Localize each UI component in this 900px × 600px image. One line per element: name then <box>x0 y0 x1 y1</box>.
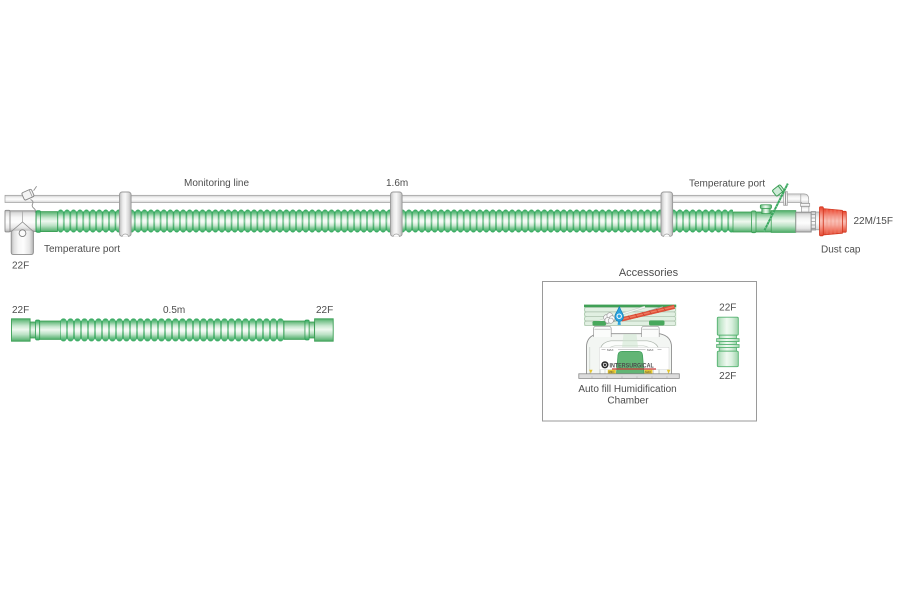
svg-text:22F: 22F <box>12 260 29 271</box>
svg-text:Temperature port: Temperature port <box>44 244 120 255</box>
svg-text:Accessories: Accessories <box>619 267 679 279</box>
svg-text:MAX: MAX <box>645 370 651 374</box>
svg-text:INTERSURGICAL: INTERSURGICAL <box>610 363 655 370</box>
svg-text:22F: 22F <box>12 305 29 316</box>
svg-text:0.5m: 0.5m <box>163 305 185 316</box>
svg-text:Auto fill Humidification: Auto fill Humidification <box>578 384 676 395</box>
svg-text:22F: 22F <box>719 303 736 314</box>
svg-text:MAX: MAX <box>607 348 614 352</box>
svg-text:MIN: MIN <box>609 370 614 374</box>
svg-text:22F: 22F <box>719 371 736 382</box>
svg-text:Dust cap: Dust cap <box>821 244 861 255</box>
svg-text:22F: 22F <box>316 305 333 316</box>
svg-text:22M/15F: 22M/15F <box>854 216 893 227</box>
svg-text:Temperature port: Temperature port <box>689 178 765 189</box>
svg-text:MAX: MAX <box>647 348 654 352</box>
svg-text:Chamber: Chamber <box>607 396 649 407</box>
svg-text:Monitoring line: Monitoring line <box>184 178 249 189</box>
svg-text:1.6m: 1.6m <box>386 178 408 189</box>
